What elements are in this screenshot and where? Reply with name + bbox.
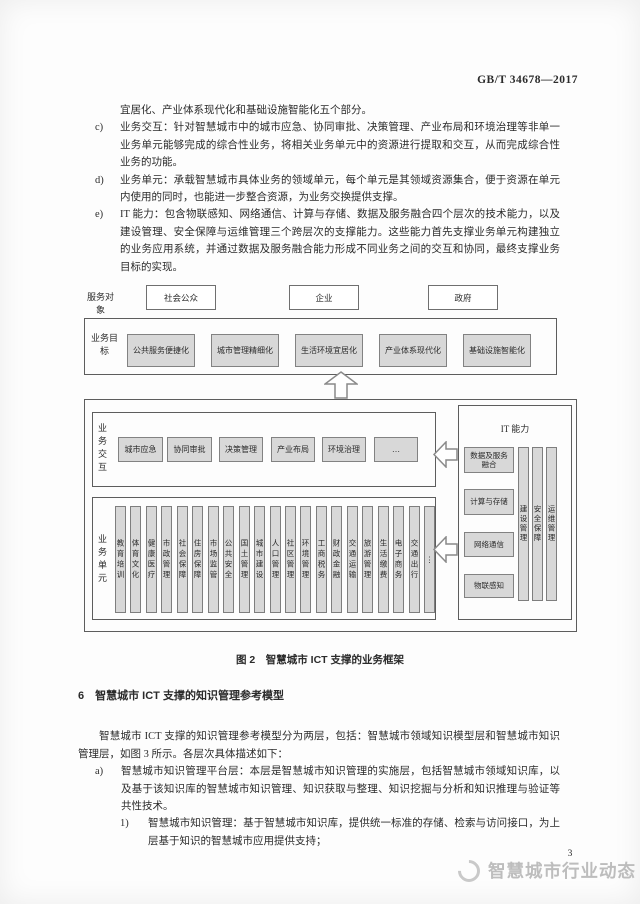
unit-column: 市政管理: [161, 506, 172, 613]
left-arrow-icon: [432, 440, 458, 469]
list-text: 智慧城市知识管理平台层：本层是智慧城市知识管理的实施层，包括智慧城市领域知识库，…: [121, 766, 560, 813]
up-arrow-icon: [322, 371, 360, 399]
page-number: 3: [567, 849, 573, 859]
goal-box: 城市管理精细化: [211, 334, 279, 367]
it-cross-bar: 建设管理: [518, 447, 529, 601]
service-object-box: 政府: [428, 285, 498, 310]
figure-caption: 图 2 智慧城市 ICT 支撑的业务框架: [235, 654, 404, 666]
unit-column: 社会保障: [177, 506, 188, 613]
list-marker: d): [95, 174, 104, 186]
list-marker: a): [95, 766, 104, 778]
unit-column: 市场监管: [208, 506, 219, 613]
unit-column: 交通出行: [409, 506, 420, 613]
it-cross-bar: 运维管理: [546, 447, 557, 601]
goal-box: 生活环境宜居化: [295, 334, 363, 367]
list-item-d: d) 业务单元：承载智慧城市具体业务的领域单元，每个单元是其领域资源集合，便于资…: [95, 172, 560, 207]
paragraph-b-continuation: 宜居化、产业体系现代化和基础设施智能化五个部分。: [120, 105, 372, 116]
interaction-box: 环境治理: [322, 437, 366, 462]
unit-column: 社区管理: [285, 506, 296, 613]
list-item-a: a) 智慧城市知识管理平台层：本层是智慧城市知识管理的实施层，包括智慧城市领域知…: [95, 763, 560, 815]
goal-box: 产业体系现代化: [379, 334, 447, 367]
it-layer-box: 物联感知: [464, 574, 514, 598]
unit-column: 交通运输: [347, 506, 358, 613]
body-text: 宜居化、产业体系现代化和基础设施智能化五个部分。 c) 业务交互：针对智慧城市中…: [95, 102, 560, 276]
unit-column: 人口管理: [270, 506, 281, 613]
unit-column: 城市建设: [254, 506, 265, 613]
watermark: 智慧城市行业动态: [453, 854, 636, 887]
list-text: 智慧城市知识管理：基于智慧城市知识库，提供统一标准的存储、检索与访问接口，为上层…: [148, 818, 560, 847]
section-heading: 6 智慧城市 ICT 支撑的知识管理参考模型: [78, 690, 284, 702]
watermark-text: 智慧城市行业动态: [488, 861, 636, 881]
list-marker: e): [95, 209, 104, 221]
business-units-frame: [92, 497, 436, 620]
list-item-1: 1) 智慧城市知识管理：基于智慧城市知识库，提供统一标准的存储、检索与访问接口，…: [120, 815, 560, 850]
section-6: 6 智慧城市 ICT 支撑的知识管理参考模型 智慧城市 ICT 支撑的知识管理参…: [78, 688, 560, 850]
unit-column: 财政金融: [331, 506, 342, 613]
section-paragraph: 智慧城市 ICT 支撑的知识管理参考模型分为两层，包括：智慧城市领域知识模型层和…: [78, 731, 560, 760]
business-interaction-label: 业务交互: [97, 423, 107, 475]
left-arrow-icon: [432, 535, 458, 564]
unit-column: 体育文化: [130, 506, 141, 613]
interaction-box-more: …: [374, 437, 418, 462]
interaction-box: 协同审批: [167, 437, 212, 462]
it-capability-label: IT 能力: [500, 424, 530, 434]
ict-outer-frame: [84, 399, 577, 632]
list-marker: c): [95, 122, 104, 134]
list-item-c: c) 业务交互：针对智慧城市中的城市应急、协同审批、决策管理、产业布局和环境治理…: [95, 119, 560, 171]
list-text: 业务单元：承载智慧城市具体业务的领域单元，每个单元是其领域资源集合，便于资源在单…: [120, 174, 560, 204]
unit-column: 国土管理: [239, 506, 250, 613]
unit-column: 工商税务: [316, 506, 327, 613]
it-layer-box: 网络通信: [464, 532, 514, 557]
unit-column: 公共安全: [223, 506, 234, 613]
business-interaction-frame: [92, 412, 436, 487]
unit-column: 旅游管理: [362, 506, 373, 613]
service-object-box: 企业: [289, 285, 359, 310]
unit-column: 健康医疗: [146, 506, 157, 613]
interaction-box: 产业布局: [271, 437, 315, 462]
list-text: 业务交互：针对智慧城市中的城市应急、协同审批、决策管理、产业布局和环境治理等非单…: [120, 122, 560, 169]
it-capability-frame: [458, 405, 572, 620]
goal-box: 公共服务便捷化: [127, 334, 195, 367]
unit-column: 住房保障: [192, 506, 203, 613]
list-item-e: e) IT 能力：包含物联感知、网络通信、计算与存储、数据及服务融合四个层次的技…: [95, 206, 560, 276]
unit-column-more: ⋮: [424, 506, 435, 613]
business-units-label: 业务单元: [97, 534, 107, 586]
service-object-box: 社会公众: [146, 285, 216, 310]
list-text: IT 能力：包含物联感知、网络通信、计算与存储、数据及服务融合四个层次的技术能力…: [120, 209, 560, 273]
unit-column: 生活缴费: [378, 506, 389, 613]
it-layer-box: 计算与存储: [464, 489, 514, 515]
interaction-box: 城市应急: [118, 437, 163, 462]
service-objects-label: 服务对象: [87, 292, 115, 315]
goal-box: 基础设施智能化: [463, 334, 531, 367]
list-marker: 1): [120, 818, 129, 830]
business-goals-frame: [84, 318, 557, 375]
business-goals-label: 业务目标: [91, 333, 119, 356]
it-cross-bar: 安全保障: [532, 447, 543, 601]
unit-column: 电子商务: [393, 506, 404, 613]
doc-number: GB/T 34678—2017: [477, 74, 578, 86]
unit-column: 教育培训: [115, 506, 126, 613]
it-layer-box: 数据及服务融合: [464, 447, 514, 473]
unit-column: 环境管理: [300, 506, 311, 613]
watermark-logo-icon: [453, 854, 485, 887]
interaction-box: 决策管理: [219, 437, 263, 462]
